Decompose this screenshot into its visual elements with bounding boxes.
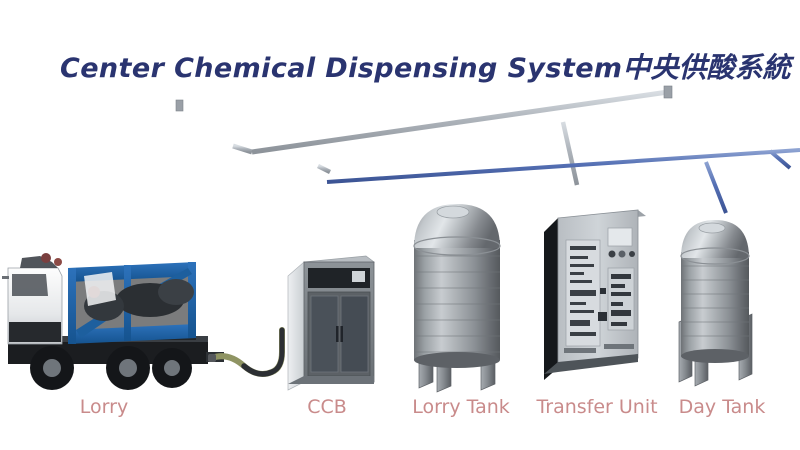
label-lorry-tank: Lorry Tank (412, 396, 510, 418)
page-title: Center Chemical Dispensing System中央供酸系統 (60, 46, 790, 86)
transfer-hose (208, 327, 285, 377)
page-title-chinese: 中央供酸系統 (622, 51, 791, 84)
chemical-supply-pipe (325, 148, 800, 264)
lorry-truck (2, 253, 224, 390)
vent-header-pipe (175, 85, 673, 262)
label-ccb: CCB (307, 396, 347, 418)
day-tank (678, 220, 753, 387)
transfer-unit (544, 209, 646, 380)
ccb-cabinet (287, 255, 375, 391)
label-transfer-unit: Transfer Unit (536, 396, 658, 418)
label-day-tank: Day Tank (678, 396, 766, 418)
lorry-tank (413, 204, 501, 393)
page-title-english: Center Chemical Dispensing System (60, 53, 623, 84)
label-lorry: Lorry (79, 396, 129, 418)
cargo-cage (68, 262, 196, 344)
